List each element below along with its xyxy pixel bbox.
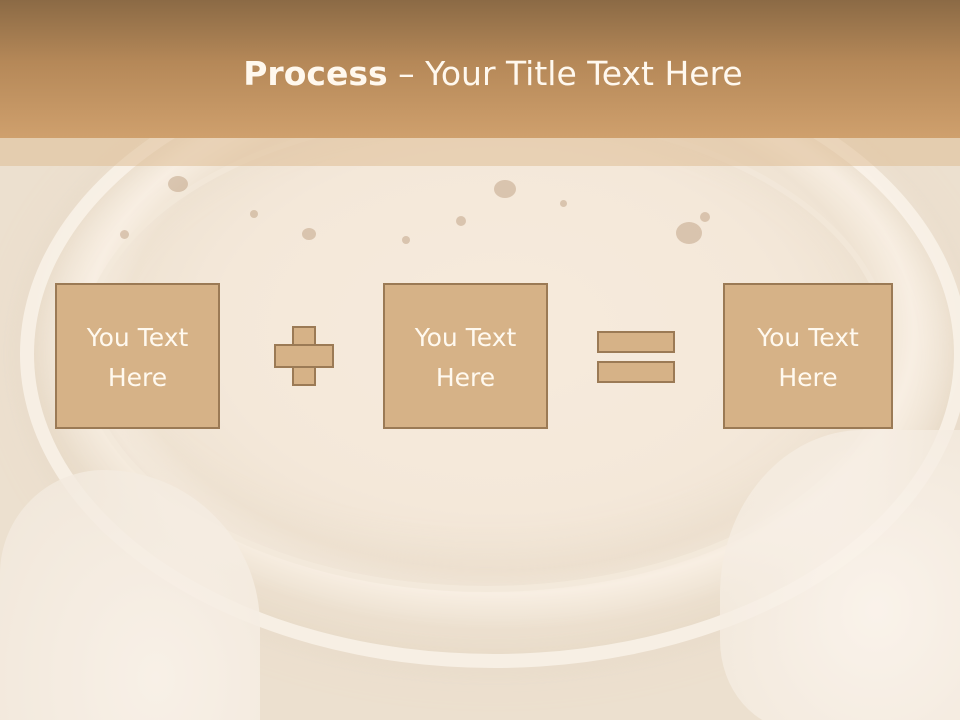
bubble [560, 200, 567, 207]
bubble [676, 222, 702, 244]
process-box-3: You Text Here [723, 283, 893, 429]
bubble [402, 236, 410, 244]
process-box-2-text: You Text Here [414, 323, 517, 392]
equals-icon-top [597, 331, 675, 353]
bubble [456, 216, 466, 226]
process-box-2: You Text Here [383, 283, 548, 429]
title-bar [0, 0, 960, 138]
process-box-1-text: You Text Here [86, 323, 189, 392]
title-bold: Process [243, 54, 388, 93]
bubble [168, 176, 188, 192]
process-box-1: You Text Here [55, 283, 220, 429]
bubble [494, 180, 516, 198]
plus-icon-center [294, 346, 314, 366]
bubble [700, 212, 710, 222]
bubble [302, 228, 316, 240]
page-title: Process – Your Title Text Here [0, 52, 960, 96]
bubble [120, 230, 129, 239]
process-box-3-text: You Text Here [757, 323, 859, 392]
equals-icon-bottom [597, 361, 675, 383]
bubble [250, 210, 258, 218]
title-rest: – Your Title Text Here [387, 54, 743, 93]
title-underband [0, 138, 960, 166]
